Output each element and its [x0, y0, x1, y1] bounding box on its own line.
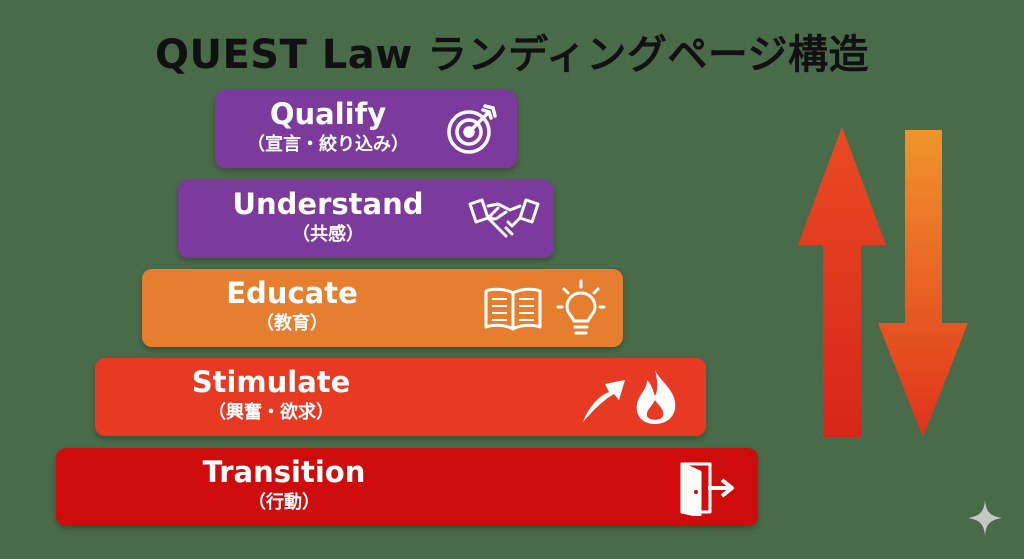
- layer-qualify: Qualify （宣言・絞り込み）: [215, 90, 517, 168]
- layer-label: Transition: [202, 455, 366, 489]
- flow-arrows: [790, 125, 980, 449]
- layer-label: Understand: [232, 187, 424, 221]
- up-arrow: [798, 127, 886, 437]
- page-title: QUEST Law ランディングページ構造: [154, 32, 870, 78]
- flame-icon: [633, 368, 679, 426]
- layer-label: Qualify: [269, 97, 387, 131]
- layer-label: Stimulate: [191, 365, 351, 399]
- layer-stimulate: Stimulate （興奮・欲求）: [95, 358, 706, 436]
- layer-qualify-text: Qualify （宣言・絞り込み）: [215, 96, 441, 158]
- book-icon: [482, 283, 544, 335]
- layer-understand: Understand （共感）: [178, 180, 554, 258]
- layer-sublabel: （教育）: [256, 313, 328, 334]
- layer-stimulate-text: Stimulate （興奮・欲求）: [95, 364, 447, 426]
- down-arrow: [878, 130, 968, 437]
- layer-sublabel: （宣言・絞り込み）: [247, 134, 409, 155]
- layer-sublabel: （興奮・欲求）: [208, 402, 334, 423]
- exit-door-icon: [678, 460, 738, 516]
- layer-transition-text: Transition （行動）: [56, 454, 512, 516]
- up-arrow-icon: [579, 372, 627, 424]
- layer-educate: Educate （教育）: [142, 269, 623, 347]
- lightbulb-icon: [556, 279, 606, 339]
- sparkle-icon: [968, 500, 1002, 540]
- layer-sublabel: （行動）: [248, 492, 320, 513]
- layer-transition: Transition （行動）: [56, 448, 758, 526]
- layer-understand-text: Understand （共感）: [178, 186, 478, 248]
- target-icon: [445, 104, 497, 156]
- layer-sublabel: （共感）: [292, 224, 364, 245]
- layer-educate-text: Educate （教育）: [142, 275, 442, 337]
- layer-label: Educate: [226, 276, 358, 310]
- handshake-icon: [468, 194, 540, 244]
